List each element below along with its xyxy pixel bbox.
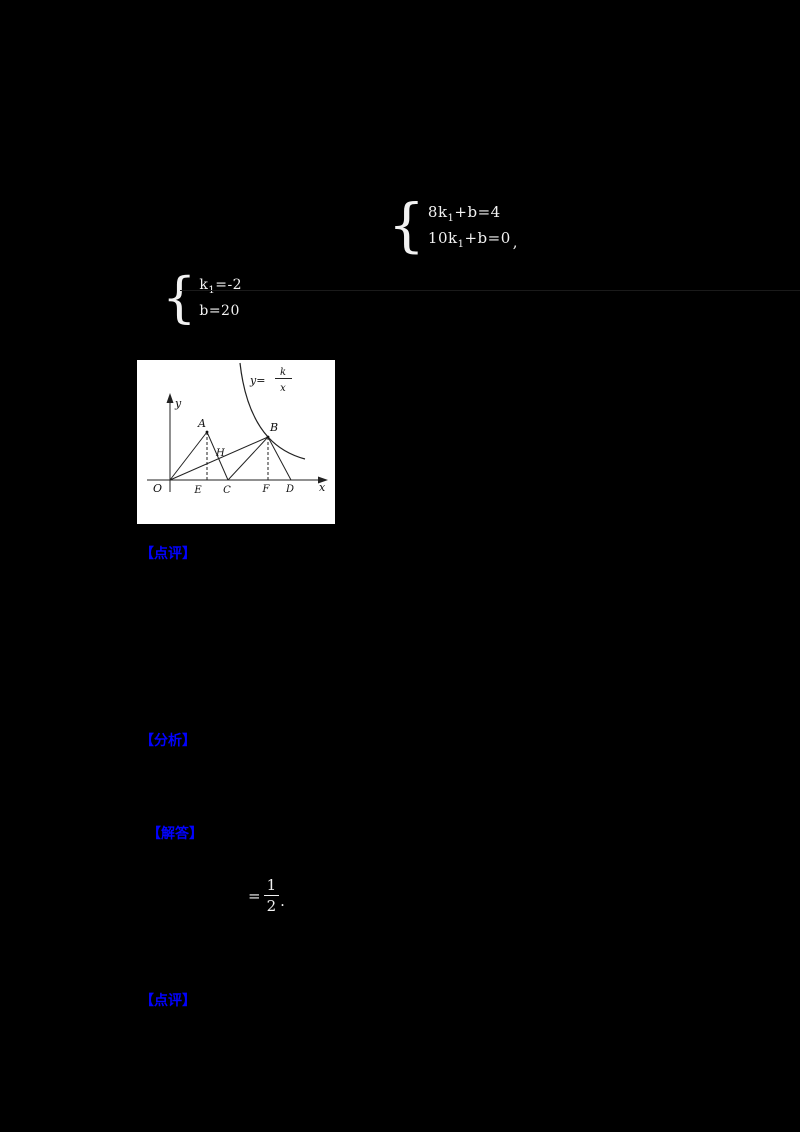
eq2-l1-post: =-2 xyxy=(215,277,243,293)
equation-line-1: 8k1+b=4 xyxy=(428,199,511,225)
point-D-label: D xyxy=(285,484,294,495)
function-label-lhs: y= xyxy=(249,374,265,387)
point-H-label: H xyxy=(215,448,225,459)
equation-system-2: { k1=-2 b=20 xyxy=(162,266,242,329)
left-brace: { xyxy=(388,191,425,259)
function-label-denominator: x xyxy=(280,383,286,394)
segment-OA xyxy=(169,431,208,481)
eq1-l2-sub: 1 xyxy=(457,239,465,250)
function-label-numerator: k xyxy=(280,367,286,378)
trailing-comma: , xyxy=(512,233,518,251)
x-axis-label: x xyxy=(319,481,326,494)
segment-CB xyxy=(227,436,269,481)
origin-label: O xyxy=(153,482,162,495)
figure: y= k x y x O A B H E C F D xyxy=(137,360,335,524)
point-A-label: A xyxy=(197,417,206,430)
point-C-label: C xyxy=(223,485,231,496)
section-label-comment-2: 【点评】 xyxy=(140,993,196,1009)
point-B-dot xyxy=(266,435,270,439)
eq1-l2-post: +b=0 xyxy=(464,229,511,247)
x-axis-arrow-icon xyxy=(318,476,328,484)
point-A-dot xyxy=(205,430,209,434)
section-label-answer: 【解答】 xyxy=(147,826,203,842)
eq2-l1-pre: k xyxy=(199,277,209,293)
y-axis-label: y xyxy=(174,397,182,410)
point-E-label: E xyxy=(193,485,202,496)
segment-OB xyxy=(169,436,269,481)
fraction-numerator: 1 xyxy=(266,876,277,894)
section-label-comment-1: 【点评】 xyxy=(140,546,196,562)
equation-lines: k1=-2 b=20 xyxy=(199,272,242,324)
equation-line-2: b=20 xyxy=(199,303,240,319)
equation-system-1: { 8k1+b=4 10k1+b=0 , xyxy=(388,191,518,259)
figure-svg: y= k x y x O A B H E C F D xyxy=(147,362,328,496)
fraction-denominator: 2 xyxy=(263,895,280,914)
equation-lines: 8k1+b=4 10k1+b=0 xyxy=(428,199,511,251)
fraction: 1 2 xyxy=(263,876,280,914)
equation-line-2: 10k1+b=0 xyxy=(428,225,511,251)
segment-AC xyxy=(206,431,229,481)
point-B-label: B xyxy=(269,421,278,434)
eq1-l2-pre: 10k xyxy=(427,229,458,247)
left-brace: { xyxy=(162,266,197,329)
y-axis-arrow-icon xyxy=(166,393,174,403)
half-fraction-expression: = 1 2 . xyxy=(248,877,285,914)
section-label-analysis: 【分析】 xyxy=(140,733,196,749)
segment-BD xyxy=(267,436,292,481)
period: . xyxy=(280,892,285,910)
equation-line-1: k1=-2 xyxy=(199,272,242,298)
point-F-label: F xyxy=(262,484,271,495)
eq1-l1-post: +b=4 xyxy=(454,203,501,221)
equals-sign: = xyxy=(248,886,261,905)
eq1-l1-pre: 8k xyxy=(427,203,448,221)
eq1-l1-sub: 1 xyxy=(447,213,455,224)
table-rule xyxy=(180,290,800,291)
